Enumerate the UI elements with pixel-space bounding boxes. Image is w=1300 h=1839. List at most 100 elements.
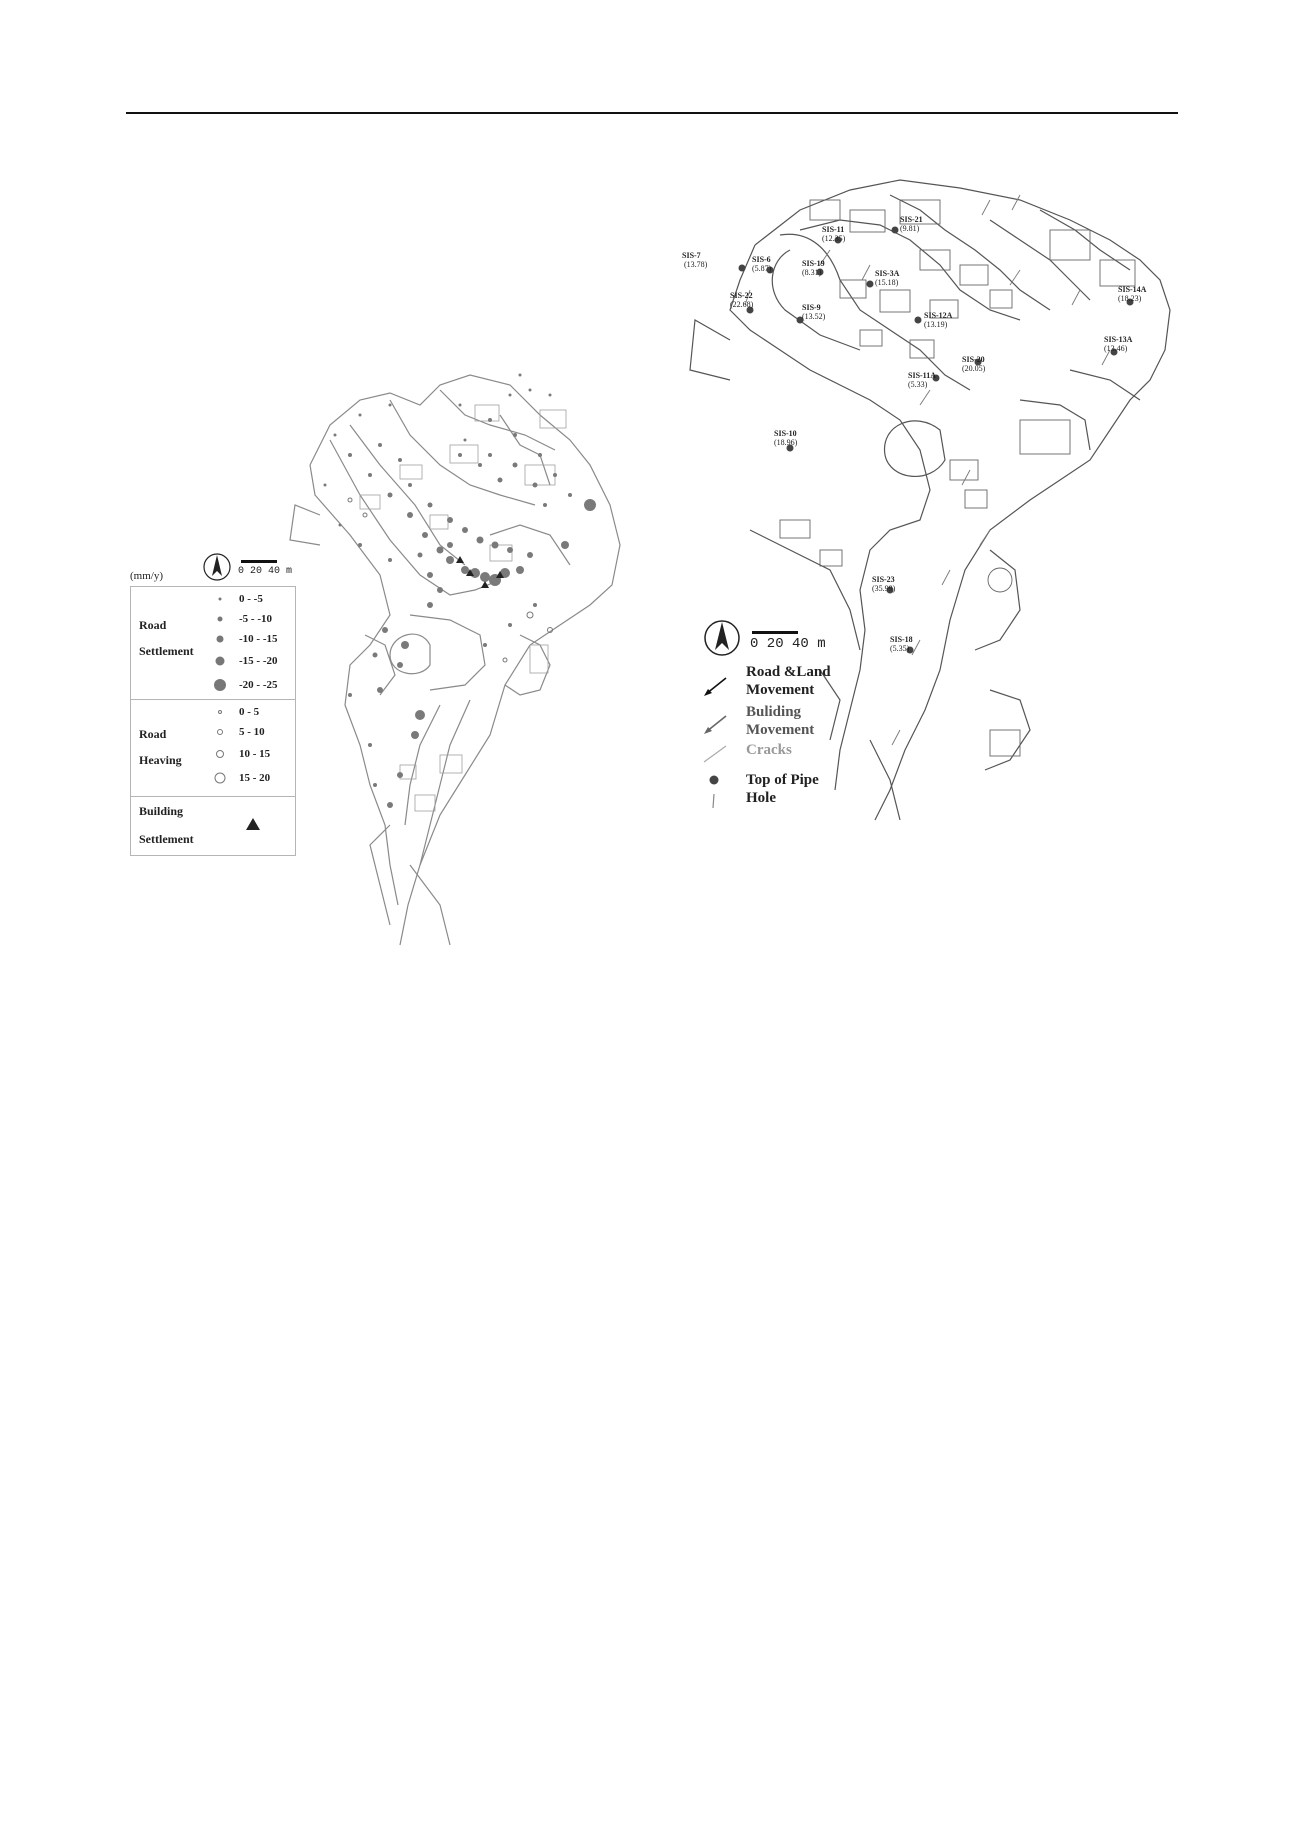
borehole-value-sis14a: (18.23) <box>1118 294 1142 303</box>
borehole-marker-sis21 <box>891 226 899 234</box>
settlement-point <box>358 413 362 417</box>
map-right-outline <box>689 179 1171 821</box>
settlement-point <box>387 492 393 498</box>
borehole-marker-sis19 <box>816 268 824 276</box>
scale-bar-line <box>241 560 277 563</box>
ring-large-icon <box>214 772 226 784</box>
borehole-label-sis23: SIS-23 <box>872 575 895 584</box>
building-settlement-marker <box>481 581 489 588</box>
settlement-point <box>491 541 499 549</box>
borehole-marker-sis6 <box>766 266 774 274</box>
borehole-value-sis22: (22.68) <box>730 300 754 309</box>
borehole-marker-sis10 <box>786 444 794 452</box>
heaving-point <box>347 497 353 503</box>
settlement-point <box>415 710 425 720</box>
building-settlement-marker <box>466 569 474 576</box>
settlement-point <box>348 453 352 457</box>
legend-label: Movement <box>746 722 815 738</box>
settlement-point <box>427 572 433 578</box>
legend-label: Cracks <box>746 742 792 758</box>
settlement-point <box>476 536 484 544</box>
north-arrow-icon <box>203 553 231 581</box>
borehole-label-sis11: SIS-11 <box>822 225 844 234</box>
borehole-label-sis19: SIS-19 <box>802 259 825 268</box>
ring-medium-icon <box>216 750 224 758</box>
settlement-point <box>447 542 453 548</box>
legend-section-title: Building <box>139 804 184 818</box>
ring-small-icon <box>218 710 222 714</box>
legend-road-settlement: Road Settlement 0 - -5 -5 - -10 -10 - -1… <box>131 587 295 700</box>
settlement-point <box>382 627 388 633</box>
settlement-point <box>458 403 462 407</box>
settlement-point <box>553 473 557 477</box>
borehole-marker-sis18 <box>906 646 914 654</box>
settlement-point <box>436 546 444 554</box>
settlement-point <box>388 403 392 407</box>
borehole-label-sis13a: SIS-13A <box>1104 335 1133 344</box>
settlement-point <box>422 532 428 538</box>
borehole-marker-sis11a <box>932 374 940 382</box>
legend-class-label: 15 - 20 <box>239 772 271 784</box>
borehole-label-sis21: SIS-21 <box>900 215 923 224</box>
borehole-label-sis22: SIS-22 <box>730 291 753 300</box>
legend-class-label: 0 - 5 <box>239 706 260 718</box>
settlement-point <box>446 556 454 564</box>
settlement-point <box>561 541 569 549</box>
settlement-point <box>401 641 409 649</box>
legend-label: Movement <box>746 682 815 698</box>
settlement-point <box>348 693 352 697</box>
borehole-value-sis19: (8.31) <box>802 268 822 277</box>
borehole-value-sis11: (12.35) <box>822 234 846 243</box>
legend-section-title: Settlement <box>139 832 194 846</box>
legend-label: Hole <box>746 790 776 806</box>
legend-unit-label: (mm/y) <box>130 570 163 582</box>
borehole-marker-sis3a <box>866 280 874 288</box>
settlement-point <box>513 433 517 437</box>
settlement-point <box>397 662 403 668</box>
settlement-point <box>417 552 423 558</box>
borehole-label-sis7: SIS-7 <box>682 251 701 260</box>
pipe-hole-icon <box>709 775 719 809</box>
legend-row: 5 - 10 <box>211 724 291 740</box>
scale-bar-text: 0 20 40 m <box>238 566 293 577</box>
settlement-point <box>358 543 362 547</box>
building-settlement-marker <box>456 556 464 563</box>
crack-line-icon <box>703 745 727 763</box>
triangle-icon <box>246 818 260 830</box>
scale-bar-line <box>752 631 798 634</box>
legend-class-label: -20 - -25 <box>239 679 278 691</box>
settlement-point <box>411 731 419 739</box>
settlement-point <box>497 477 503 483</box>
legend-row: 0 - -5 <box>211 591 291 607</box>
borehole-value-sis13a: (13.46) <box>1104 344 1128 353</box>
legend-section-title: Settlement <box>139 644 194 658</box>
legend-row: 15 - 20 <box>211 770 291 786</box>
legend-label: Top of Pipe <box>746 772 819 788</box>
map-left-outline <box>289 374 621 946</box>
borehole-label-sis11a: SIS-11A <box>908 371 936 380</box>
settlement-point <box>508 623 512 627</box>
borehole-marker-sis9 <box>796 316 804 324</box>
borehole-value-sis21: (9.81) <box>900 224 920 233</box>
settlement-point <box>538 453 542 457</box>
legend-building-settlement: Building Settlement <box>131 797 295 855</box>
settlement-point <box>373 783 377 787</box>
scale-bar-left: 0 20 40 m <box>238 558 308 582</box>
borehole-value-sis11a: (5.33) <box>908 380 928 389</box>
settlement-point <box>372 652 378 658</box>
settlement-point <box>527 552 533 558</box>
legend-road-land-movement: Road &Land Movement <box>700 664 900 704</box>
borehole-marker-sis12a <box>914 316 922 324</box>
arrow-gray-icon <box>704 715 727 734</box>
borehole-marker-sis7 <box>738 264 746 272</box>
legend-row: -10 - -15 <box>211 631 291 647</box>
settlement-point <box>528 388 532 392</box>
settlement-point <box>397 772 403 778</box>
legend-road-heaving: Road Heaving 0 - 5 5 - 10 10 - 15 15 - 2… <box>131 700 295 797</box>
heaving-point <box>547 627 553 633</box>
legend-class-label: 5 - 10 <box>239 726 265 738</box>
settlement-point <box>548 393 552 397</box>
legend-row: -15 - -20 <box>211 653 291 669</box>
borehole-value-sis10: (18.96) <box>774 438 798 447</box>
legend-section-title: Road <box>139 727 167 741</box>
